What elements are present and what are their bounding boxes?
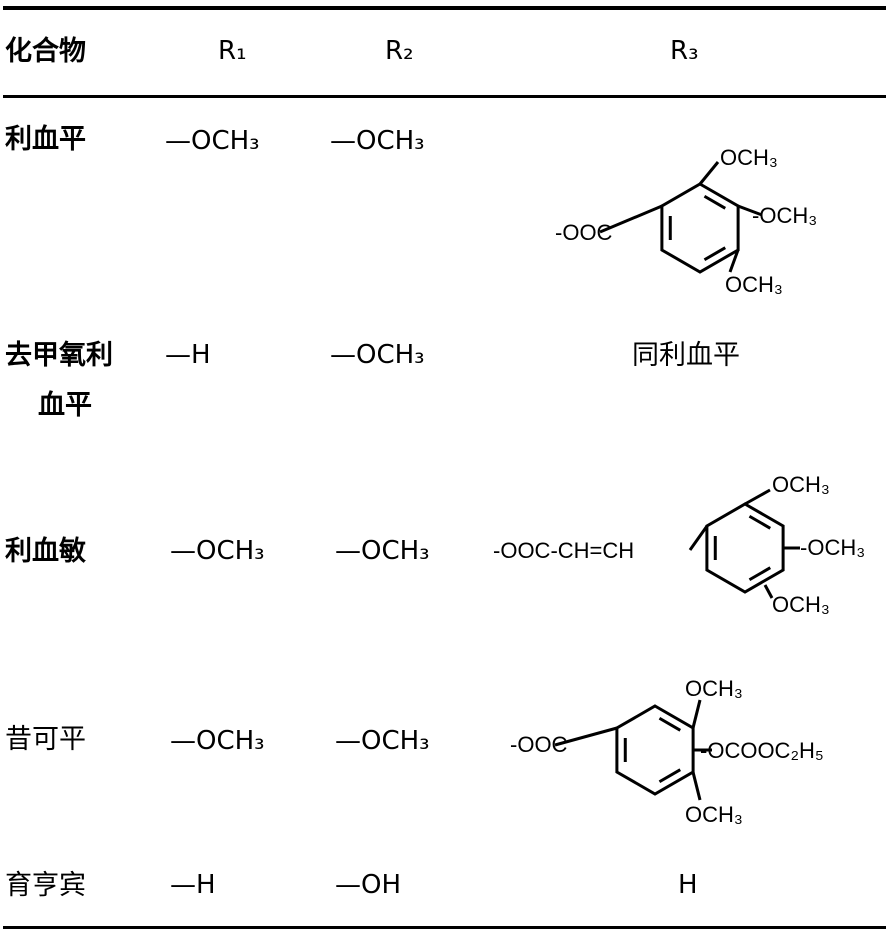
header-r3: R₃ — [670, 36, 699, 66]
bond — [554, 726, 618, 747]
compound-name: 利血平 — [5, 124, 86, 155]
r3-value: 同利血平 — [632, 340, 740, 371]
header-rule — [3, 95, 886, 98]
r1-value: —OCH₃ — [165, 126, 260, 156]
r1-value: —OCH₃ — [170, 536, 265, 566]
compound-name: 去甲氧利 — [5, 340, 113, 371]
substituent-label: OCH₃ — [685, 802, 743, 827]
bond — [698, 161, 720, 185]
substituent-label: -OOC-CH=CH — [493, 538, 634, 563]
substituent-label: OCH₃ — [725, 272, 783, 297]
bond — [691, 699, 702, 729]
bond — [728, 249, 740, 273]
bond — [599, 204, 663, 234]
double-bond — [658, 716, 682, 732]
top-rule — [3, 6, 886, 10]
substituent-label: OCH₃ — [720, 145, 778, 170]
bond — [688, 525, 709, 551]
r2-value: —OH — [335, 870, 402, 900]
substituent-label: -OCH₃ — [800, 535, 865, 560]
header-r1: R₁ — [218, 36, 247, 66]
bond — [763, 584, 774, 599]
substituent-label: -OCH₃ — [752, 203, 817, 228]
double-bond — [748, 566, 772, 582]
double-bond — [748, 514, 772, 530]
compound-name: 昔可平 — [5, 724, 86, 755]
substituent-label: -OCOOC₂H₅ — [700, 738, 824, 763]
bond — [691, 771, 702, 801]
compound-name: 利血敏 — [5, 536, 86, 567]
bond — [737, 204, 763, 217]
ring-outline — [705, 502, 785, 594]
r2-value: —OCH₃ — [335, 726, 430, 756]
substituent-label: OCH₃ — [685, 676, 743, 701]
compound-name-line2: 血平 — [38, 390, 92, 421]
bond — [744, 488, 771, 506]
r3-value: H — [678, 870, 698, 900]
header-r2: R₂ — [385, 36, 414, 66]
r2-value: —OCH₃ — [330, 126, 425, 156]
double-bond — [703, 194, 727, 210]
ring-outline — [615, 704, 695, 796]
benzene-ring — [615, 704, 695, 796]
substituent-label: OCH₃ — [772, 472, 830, 497]
r2-value: —OCH₃ — [335, 536, 430, 566]
r2-value: —OCH₃ — [330, 340, 425, 370]
substituent-label: -OOC — [555, 220, 613, 245]
r1-value: —H — [165, 340, 211, 370]
double-bond — [658, 768, 682, 784]
compound-name: 育亨宾 — [5, 870, 86, 901]
r1-value: —OCH₃ — [170, 726, 265, 756]
substituent-label: OCH₃ — [772, 592, 830, 617]
bottom-rule — [3, 926, 886, 929]
substituent-label: -OOC — [510, 732, 568, 757]
benzene-ring — [705, 502, 785, 594]
r1-value: —H — [170, 870, 216, 900]
ring-outline — [660, 182, 740, 274]
benzene-ring — [660, 182, 740, 274]
double-bond — [703, 246, 727, 262]
header-compound: 化合物 — [5, 36, 86, 67]
